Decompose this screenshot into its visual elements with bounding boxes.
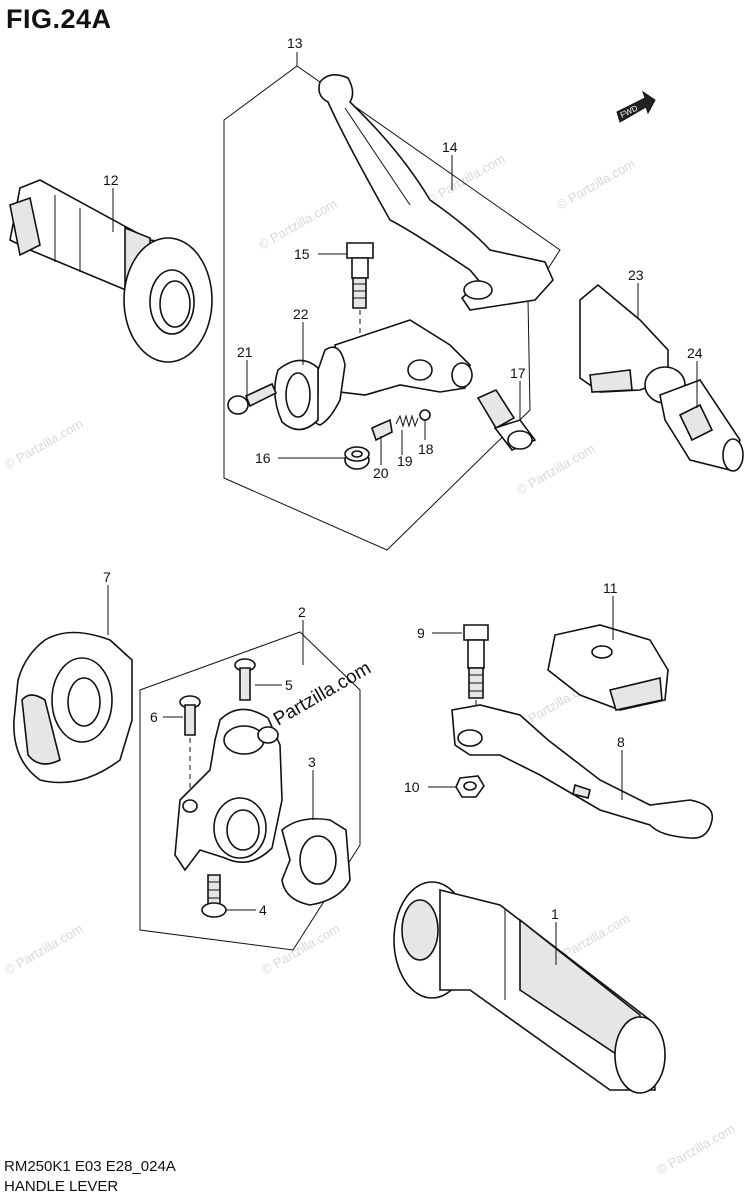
callout-20: 20 bbox=[373, 465, 389, 481]
hot-start-lever bbox=[451, 704, 714, 839]
clamp-3 bbox=[281, 817, 351, 906]
collar-16 bbox=[344, 446, 370, 470]
watermark: © Partzilla.com bbox=[256, 196, 339, 253]
watermark: © Partzilla.com bbox=[2, 921, 85, 978]
figure-caption: HANDLE LEVER bbox=[4, 1178, 119, 1195]
adjuster-20 bbox=[371, 418, 393, 442]
lever-cover-11 bbox=[547, 624, 669, 711]
throttle-grip bbox=[393, 881, 666, 1094]
watermark: © Partzilla.com bbox=[514, 441, 597, 498]
bolt-21 bbox=[227, 382, 278, 415]
callout-10: 10 bbox=[404, 779, 420, 795]
hot-start-cover bbox=[13, 631, 133, 784]
left-grip bbox=[9, 179, 213, 363]
screw-5 bbox=[234, 658, 256, 701]
callout-23: 23 bbox=[628, 267, 644, 283]
watermark: © Partzilla.com bbox=[259, 921, 342, 978]
clutch-assembly-box bbox=[223, 65, 561, 551]
watermark: © Partzilla.com bbox=[554, 156, 637, 213]
bolt-4 bbox=[201, 874, 227, 918]
cable-adjuster bbox=[644, 366, 744, 472]
watermark-center: Partzilla.com bbox=[270, 658, 375, 731]
callout-9: 9 bbox=[417, 625, 425, 641]
spring-19 bbox=[395, 414, 419, 428]
hot-start-assembly-box bbox=[139, 631, 361, 951]
clutch-lever-holder bbox=[274, 319, 473, 431]
ball-18 bbox=[419, 409, 431, 421]
callout-18: 18 bbox=[418, 441, 434, 457]
callout-21: 21 bbox=[237, 344, 253, 360]
callout-4: 4 bbox=[259, 902, 267, 918]
callout-8: 8 bbox=[617, 734, 625, 750]
callout-11: 11 bbox=[603, 580, 618, 596]
callout-14: 14 bbox=[442, 139, 458, 155]
callout-6: 6 bbox=[150, 709, 158, 725]
callout-19: 19 bbox=[397, 453, 413, 469]
pivot-bolt-15 bbox=[346, 242, 374, 340]
fwd-arrow-icon: FWD bbox=[616, 90, 656, 123]
adjuster-17 bbox=[476, 388, 537, 451]
callouts: 12 13 14 15 22 21 17 18 19 20 16 23 24 7… bbox=[103, 35, 703, 965]
callout-17: 17 bbox=[510, 365, 526, 381]
watermark: © Partzilla.com bbox=[654, 1121, 737, 1178]
figure-title: FIG.24A bbox=[6, 4, 112, 34]
callout-22: 22 bbox=[293, 306, 309, 322]
callout-15: 15 bbox=[294, 246, 310, 262]
callout-1: 1 bbox=[551, 906, 559, 922]
screw-6 bbox=[179, 695, 201, 790]
callout-24: 24 bbox=[687, 345, 703, 361]
callout-12: 12 bbox=[103, 172, 119, 188]
callout-13: 13 bbox=[287, 35, 303, 51]
nut-10 bbox=[455, 775, 485, 798]
hot-start-holder bbox=[174, 708, 283, 872]
callout-16: 16 bbox=[255, 450, 271, 466]
callout-7: 7 bbox=[103, 569, 111, 585]
watermark: © Partzilla.com bbox=[2, 416, 85, 473]
figure-code: RM250K1 E03 E28_024A bbox=[4, 1158, 176, 1175]
watermark: © Partzilla.com bbox=[424, 151, 507, 208]
clutch-lever bbox=[318, 74, 554, 311]
callout-5: 5 bbox=[285, 677, 293, 693]
callout-3: 3 bbox=[308, 754, 316, 770]
callout-2: 2 bbox=[298, 604, 306, 620]
